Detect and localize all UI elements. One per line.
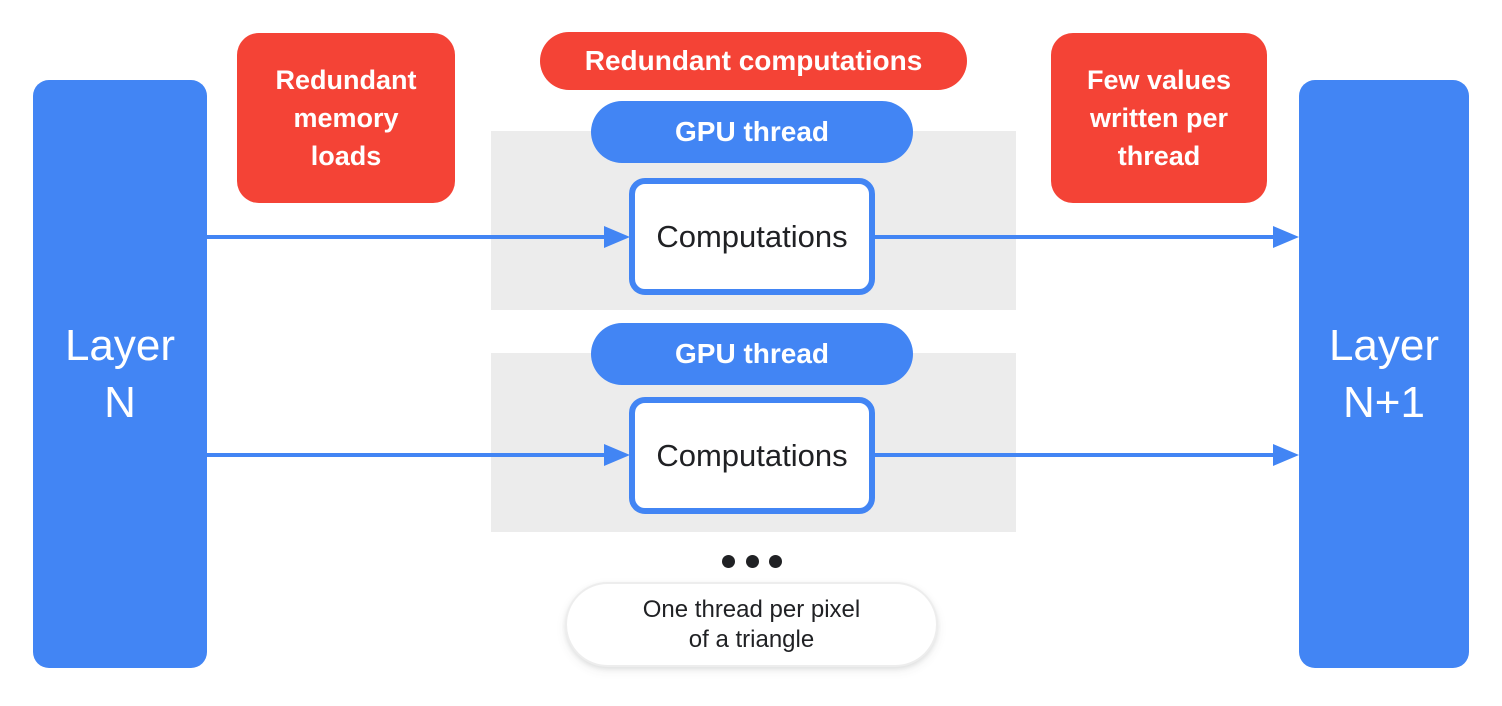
arrow-computations-1-to-layerN1: [875, 226, 1299, 248]
arrowhead-icon: [1273, 226, 1299, 248]
arrowhead-icon: [1273, 444, 1299, 466]
computations-box-1: Computations: [629, 178, 875, 295]
annotation-redundant-memory-loads: Redundant memory loads: [237, 33, 455, 203]
annotation-few-values-written-per-thread: Few values written per thread: [1051, 33, 1267, 203]
annotation-redundant-computations: Redundant computations: [540, 32, 967, 90]
layer-n-box: Layer N: [33, 80, 207, 668]
ellipsis-dot: [745, 555, 759, 568]
arrow-shaft: [207, 235, 606, 239]
ellipsis-dots-icon: [722, 555, 782, 568]
caption-one-thread-per-pixel: One thread per pixel of a triangle: [565, 582, 938, 667]
arrow-shaft: [875, 235, 1275, 239]
arrowhead-icon: [604, 226, 630, 248]
ellipsis-dot: [769, 555, 782, 568]
arrow-computations-2-to-layerN1: [875, 444, 1299, 466]
arrow-shaft: [207, 453, 606, 457]
computations-box-2: Computations: [629, 397, 875, 514]
gpu-thread-pill-1: GPU thread: [591, 101, 913, 163]
arrowhead-icon: [604, 444, 630, 466]
arrow-layerN-to-computations-2: [207, 444, 630, 466]
ellipsis-dot: [722, 555, 735, 568]
layer-n-plus-1-box: Layer N+1: [1299, 80, 1469, 668]
arrow-shaft: [875, 453, 1275, 457]
gpu-thread-pill-2: GPU thread: [591, 323, 913, 385]
arrow-layerN-to-computations-1: [207, 226, 630, 248]
